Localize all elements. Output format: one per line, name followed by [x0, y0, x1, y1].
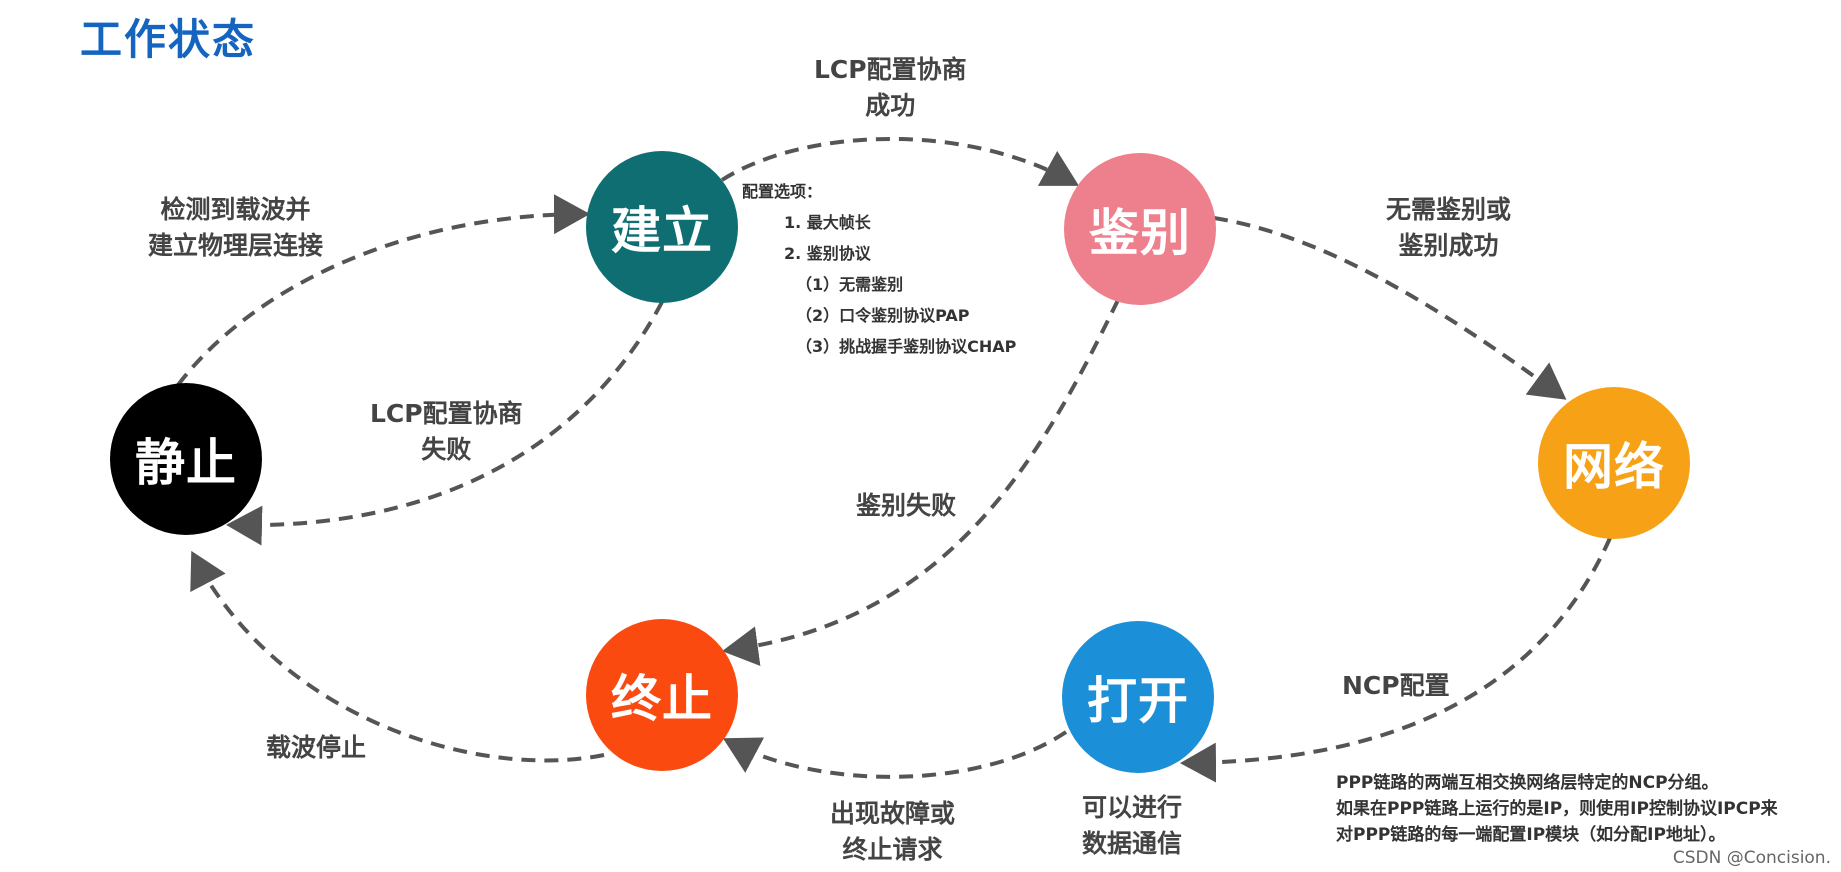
arrow-dakai-to-zhongzhi [722, 730, 1068, 779]
state-node-dakai: 打开 [1062, 621, 1214, 773]
config-option-item: 1. 最大帧长 [784, 213, 871, 232]
ncp-note-line: PPP链路的两端互相交换网络层特定的NCP分组。 [1336, 773, 1719, 793]
arrow-jianbie-to-wangluo [1213, 216, 1567, 400]
edge-label-line: 建立物理层连接 [148, 231, 324, 260]
state-label-jingzhi: 静止 [135, 434, 237, 492]
state-node-jianli: 建立 [586, 151, 738, 303]
state-label-jianli: 建立 [611, 202, 713, 260]
arrow-jianli-to-jianbie [720, 137, 1080, 186]
page-title: 工作状态 [80, 15, 257, 64]
edge-label-line: 无需鉴别或 [1386, 195, 1512, 224]
ncp-note: PPP链路的两端互相交换网络层特定的NCP分组。 如果在PPP链路上运行的是IP… [1336, 770, 1778, 848]
edge-label-line: 失败 [421, 435, 472, 464]
edge-label-lcp-success: LCP配置协商 成功 [814, 52, 967, 124]
edge-label-line: 载波停止 [266, 733, 367, 762]
state-node-jingzhi: 静止 [110, 383, 262, 535]
edge-label-fault: 出现故障或 终止请求 [830, 796, 955, 868]
edge-label-auth-ok: 无需鉴别或 鉴别成功 [1386, 192, 1511, 264]
arrow-jingzhi-to-jianli [176, 194, 590, 387]
config-option-item: 2. 鉴别协议 [784, 244, 871, 263]
state-label-jianbie: 鉴别 [1089, 204, 1191, 262]
edge-label-line: 可以进行 [1082, 793, 1183, 822]
edge-label-detect-carrier: 检测到载波并 建立物理层连接 [148, 192, 323, 264]
arrow-jianli-to-jingzhi [226, 301, 664, 546]
state-label-dakai: 打开 [1087, 672, 1189, 730]
edge-label-line: LCP配置协商 [814, 55, 967, 84]
state-node-jianbie: 鉴别 [1064, 153, 1216, 305]
config-options: 配置选项： 1. 最大帧长 2. 鉴别协议 （1）无需鉴别 （2）口令鉴别协议P… [742, 176, 1016, 362]
edge-label-line: 数据通信 [1082, 829, 1183, 858]
edge-label-data-comm: 可以进行 数据通信 [1082, 790, 1182, 862]
arrow-wangluo-to-dakai [1180, 537, 1612, 783]
arrow-jianbie-to-zhongzhi [722, 299, 1120, 667]
edge-label-line: 鉴别失败 [856, 491, 957, 520]
config-option-item: （2）口令鉴别协议PAP [796, 306, 970, 325]
watermark: CSDN @Concision. [1672, 848, 1831, 868]
edge-label-line: 出现故障或 [830, 799, 956, 828]
ncp-note-line: 如果在PPP链路上运行的是IP，则使用IP控制协议IPCP来 [1336, 799, 1778, 819]
edge-label-line: 鉴别成功 [1398, 231, 1499, 260]
ncp-note-line: 对PPP链路的每一端配置IP模块（如分配IP地址）。 [1336, 825, 1726, 845]
edge-label-lcp-fail: LCP配置协商 失败 [370, 396, 523, 468]
state-label-zhongzhi: 终止 [611, 670, 713, 728]
config-option-item: （3）挑战握手鉴别协议CHAP [796, 337, 1017, 356]
config-options-heading: 配置选项： [742, 182, 823, 201]
edge-label-auth-fail: 鉴别失败 [856, 488, 956, 524]
state-node-wangluo: 网络 [1538, 387, 1690, 539]
state-node-zhongzhi: 终止 [586, 619, 738, 771]
edge-label-line: 终止请求 [842, 835, 943, 864]
edge-label-line: 成功 [865, 91, 916, 120]
edge-label-line: NCP配置 [1342, 671, 1450, 700]
arrow-zhongzhi-to-jingzhi [190, 550, 605, 763]
state-label-wangluo: 网络 [1563, 438, 1665, 496]
edge-label-line: LCP配置协商 [370, 399, 523, 428]
edge-label-line: 检测到载波并 [160, 195, 311, 224]
edge-label-carrier-stop: 载波停止 [266, 730, 366, 766]
config-option-item: （1）无需鉴别 [796, 275, 904, 294]
edge-label-ncp: NCP配置 [1342, 668, 1450, 704]
